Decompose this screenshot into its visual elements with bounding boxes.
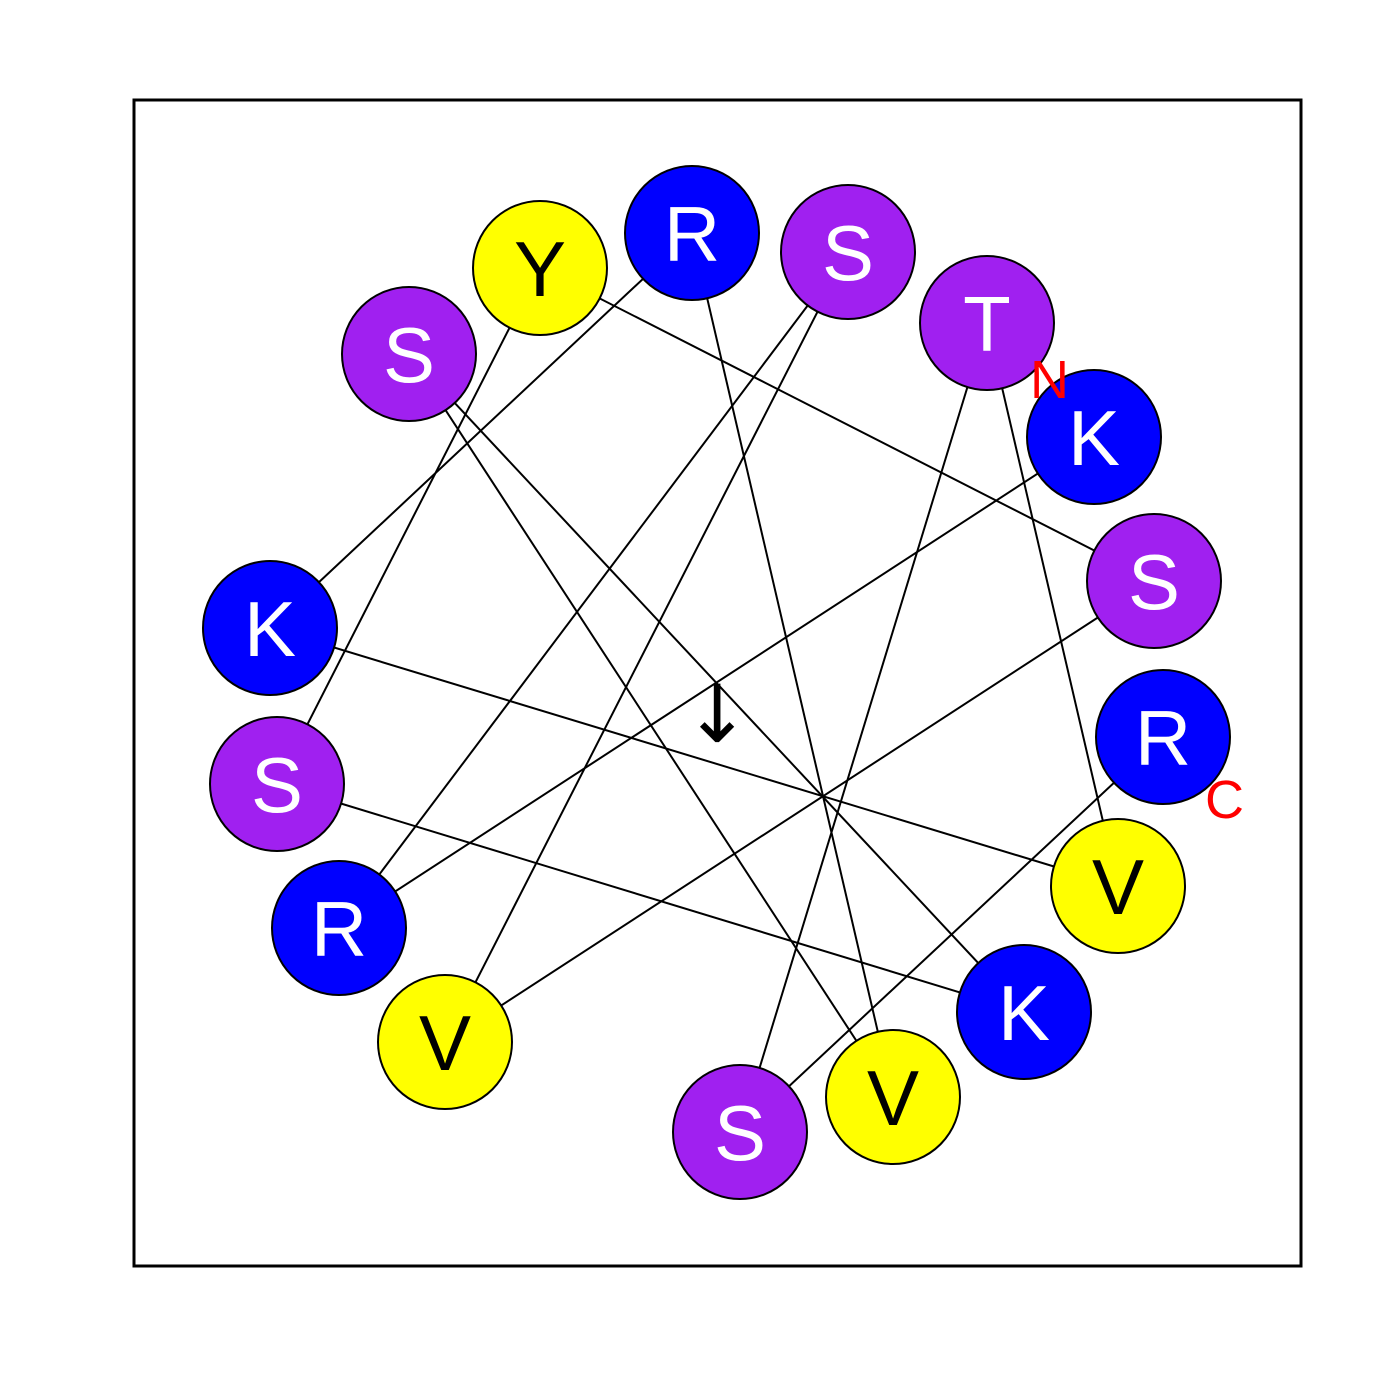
residue-letter: S xyxy=(822,209,874,297)
residue-circle xyxy=(271,860,407,996)
residue-k: K xyxy=(956,944,1092,1080)
residue-r: R xyxy=(1095,669,1231,805)
residue-letter: V xyxy=(867,1054,919,1142)
residue-s: S xyxy=(1086,513,1222,649)
helix-connector-line xyxy=(986,322,1119,887)
residue-circle xyxy=(1050,818,1186,954)
residue-circle xyxy=(1095,669,1231,805)
residue-letter: S xyxy=(1128,538,1180,626)
residue-letter: R xyxy=(1135,694,1191,782)
residue-k: K xyxy=(202,560,338,696)
residue-circle xyxy=(341,286,477,422)
residue-letter: V xyxy=(1092,843,1144,931)
residue-circle xyxy=(1026,369,1162,505)
helix-connector-line xyxy=(444,580,1155,1043)
helix-connector-line xyxy=(539,267,1155,582)
residue-s: S xyxy=(780,184,916,320)
n-terminus-label: N xyxy=(1030,350,1069,410)
residue-r: R xyxy=(271,860,407,996)
helix-connector-line xyxy=(444,251,849,1043)
residue-circle xyxy=(472,200,608,336)
residue-circle xyxy=(780,184,916,320)
residue-circle xyxy=(825,1029,961,1165)
helix-connector-line xyxy=(269,627,1119,887)
c-terminus-label: C xyxy=(1205,770,1244,830)
residue-letter: S xyxy=(251,741,303,829)
residue-letter: Y xyxy=(514,225,566,313)
plot-frame xyxy=(132,98,1303,1268)
helix-connector-line xyxy=(739,322,988,1133)
residue-circle xyxy=(209,716,345,852)
residue-v: V xyxy=(825,1029,961,1165)
residue-letter: K xyxy=(1068,394,1120,482)
residue-s: S xyxy=(209,716,345,852)
residue-circle xyxy=(919,255,1055,391)
helix-connector-line xyxy=(408,353,894,1098)
residue-s: S xyxy=(672,1064,808,1200)
residue-circle xyxy=(202,560,338,696)
helix-connector-line xyxy=(691,232,894,1098)
residue-t: T xyxy=(919,255,1055,391)
helix-connector-line xyxy=(276,783,1025,1013)
residue-letter: V xyxy=(419,999,471,1087)
residue-letter: T xyxy=(963,280,1011,368)
residue-r: R xyxy=(624,165,760,301)
residue-k: K xyxy=(1026,369,1162,505)
residue-y: Y xyxy=(472,200,608,336)
residue-circle xyxy=(1086,513,1222,649)
residue-letter: R xyxy=(311,885,367,973)
center-arrow-symbol: ↓ xyxy=(683,668,750,761)
residue-letter: K xyxy=(244,585,296,673)
residue-letter: R xyxy=(664,190,720,278)
residue-circle xyxy=(672,1064,808,1200)
residue-circle xyxy=(377,974,513,1110)
residue-v: V xyxy=(377,974,513,1110)
helix-connector-line xyxy=(739,736,1164,1133)
residue-v: V xyxy=(1050,818,1186,954)
residue-letter: K xyxy=(998,969,1050,1057)
residue-s: S xyxy=(341,286,477,422)
residue-circle xyxy=(956,944,1092,1080)
helix-connector-line xyxy=(408,353,1025,1013)
helix-connector-line xyxy=(276,267,541,785)
helix-connector-line xyxy=(338,251,849,929)
helix-connector-line xyxy=(269,232,693,629)
residue-circle xyxy=(624,165,760,301)
connector-lines xyxy=(269,232,1164,1133)
residue-letter: S xyxy=(714,1089,766,1177)
residue-letter: S xyxy=(383,311,435,399)
